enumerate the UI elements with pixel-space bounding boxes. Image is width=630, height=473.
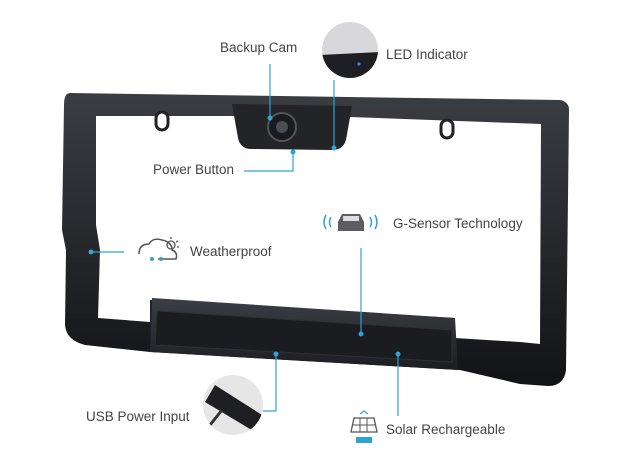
car-signal-icon xyxy=(323,214,378,231)
solar-rechargeable-label: Solar Rechargeable xyxy=(386,422,506,437)
led-inset-photo xyxy=(322,22,378,78)
weatherproof-label: Weatherproof xyxy=(190,244,272,259)
usb-power-input-label: USB Power Input xyxy=(86,409,190,424)
solar-panel-icon xyxy=(350,410,378,443)
callout-dots xyxy=(88,115,401,357)
backup-cam-label: Backup Cam xyxy=(220,40,298,55)
usb-inset-photo xyxy=(203,375,263,435)
callout-lines xyxy=(91,64,399,416)
g-sensor-label: G-Sensor Technology xyxy=(393,216,523,231)
power-button-label: Power Button xyxy=(153,162,235,177)
led-indicator-label: LED Indicator xyxy=(386,47,468,62)
weather-cloud-sun-icon xyxy=(138,237,179,261)
